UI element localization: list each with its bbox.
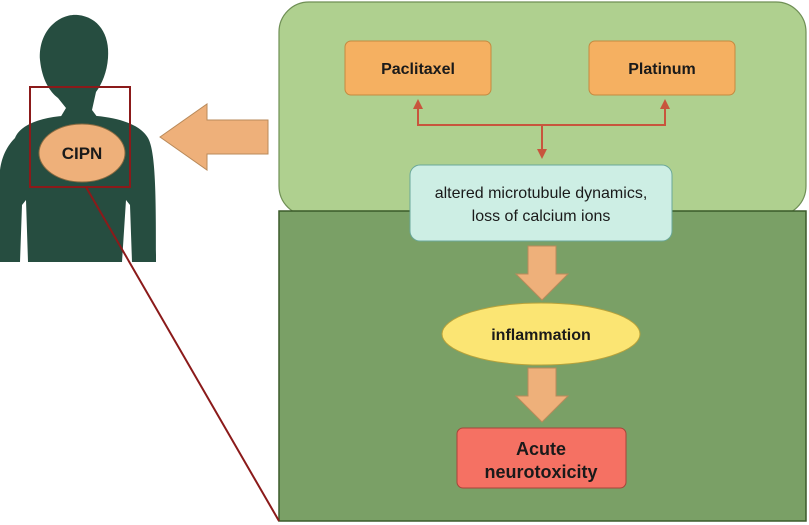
inflammation-label: inflammation — [491, 327, 591, 344]
outcome-label-line1: Acute — [516, 439, 566, 459]
focus-frame — [29, 86, 131, 188]
cipn-ellipse — [38, 123, 126, 183]
focus-connector-line — [85, 186, 280, 522]
down-arrow-2 — [514, 367, 570, 423]
outcome-box — [456, 427, 627, 489]
inflammation-ellipse — [441, 302, 641, 366]
drug-connectors — [413, 99, 670, 159]
paclitaxel-box — [344, 40, 492, 96]
platinum-box — [588, 40, 736, 96]
mechanism-box — [409, 164, 673, 242]
mechanism-label-line2: loss of calcium ions — [472, 208, 611, 225]
left-arrow — [159, 103, 269, 171]
paclitaxel-label: Paclitaxel — [381, 61, 455, 78]
cipn-label: CIPN — [62, 144, 103, 163]
down-arrow-1 — [514, 245, 570, 301]
outcome-label-line2: neurotoxicity — [484, 462, 597, 482]
platinum-label: Platinum — [628, 61, 696, 78]
mechanism-label-line1: altered microtubule dynamics, — [435, 185, 648, 202]
